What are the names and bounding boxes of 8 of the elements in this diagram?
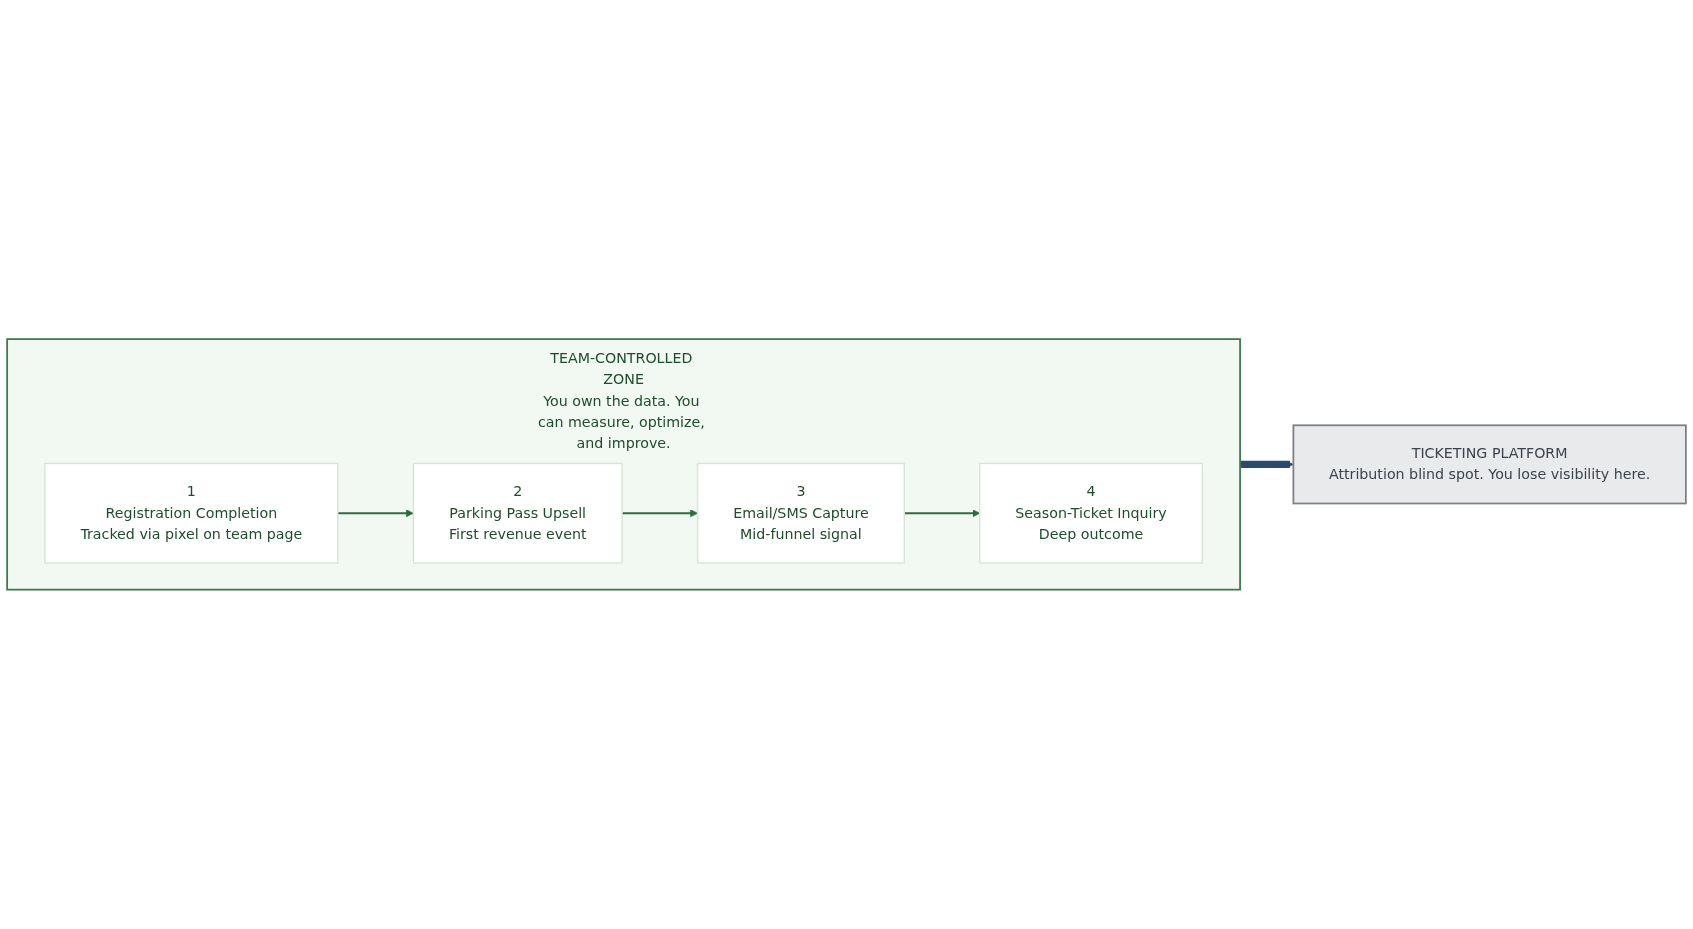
node-box: 2 Parking Pass Upsell First revenue event <box>412 462 623 564</box>
node-box: 1 Registration Completion Tracked via pixel on team page <box>44 462 339 564</box>
arrow <box>622 509 698 518</box>
node-box: TICKETING PLATFORM Attribution blind spot. You lose visibility here. <box>1292 424 1687 505</box>
arrow <box>1240 460 1294 469</box>
node-box: 3 Email/SMS Capture Mid-funnel signal <box>696 462 905 564</box>
arrow <box>337 509 414 518</box>
node-box: 4 Season-Ticket Inquiry Deep outcome <box>979 462 1203 564</box>
